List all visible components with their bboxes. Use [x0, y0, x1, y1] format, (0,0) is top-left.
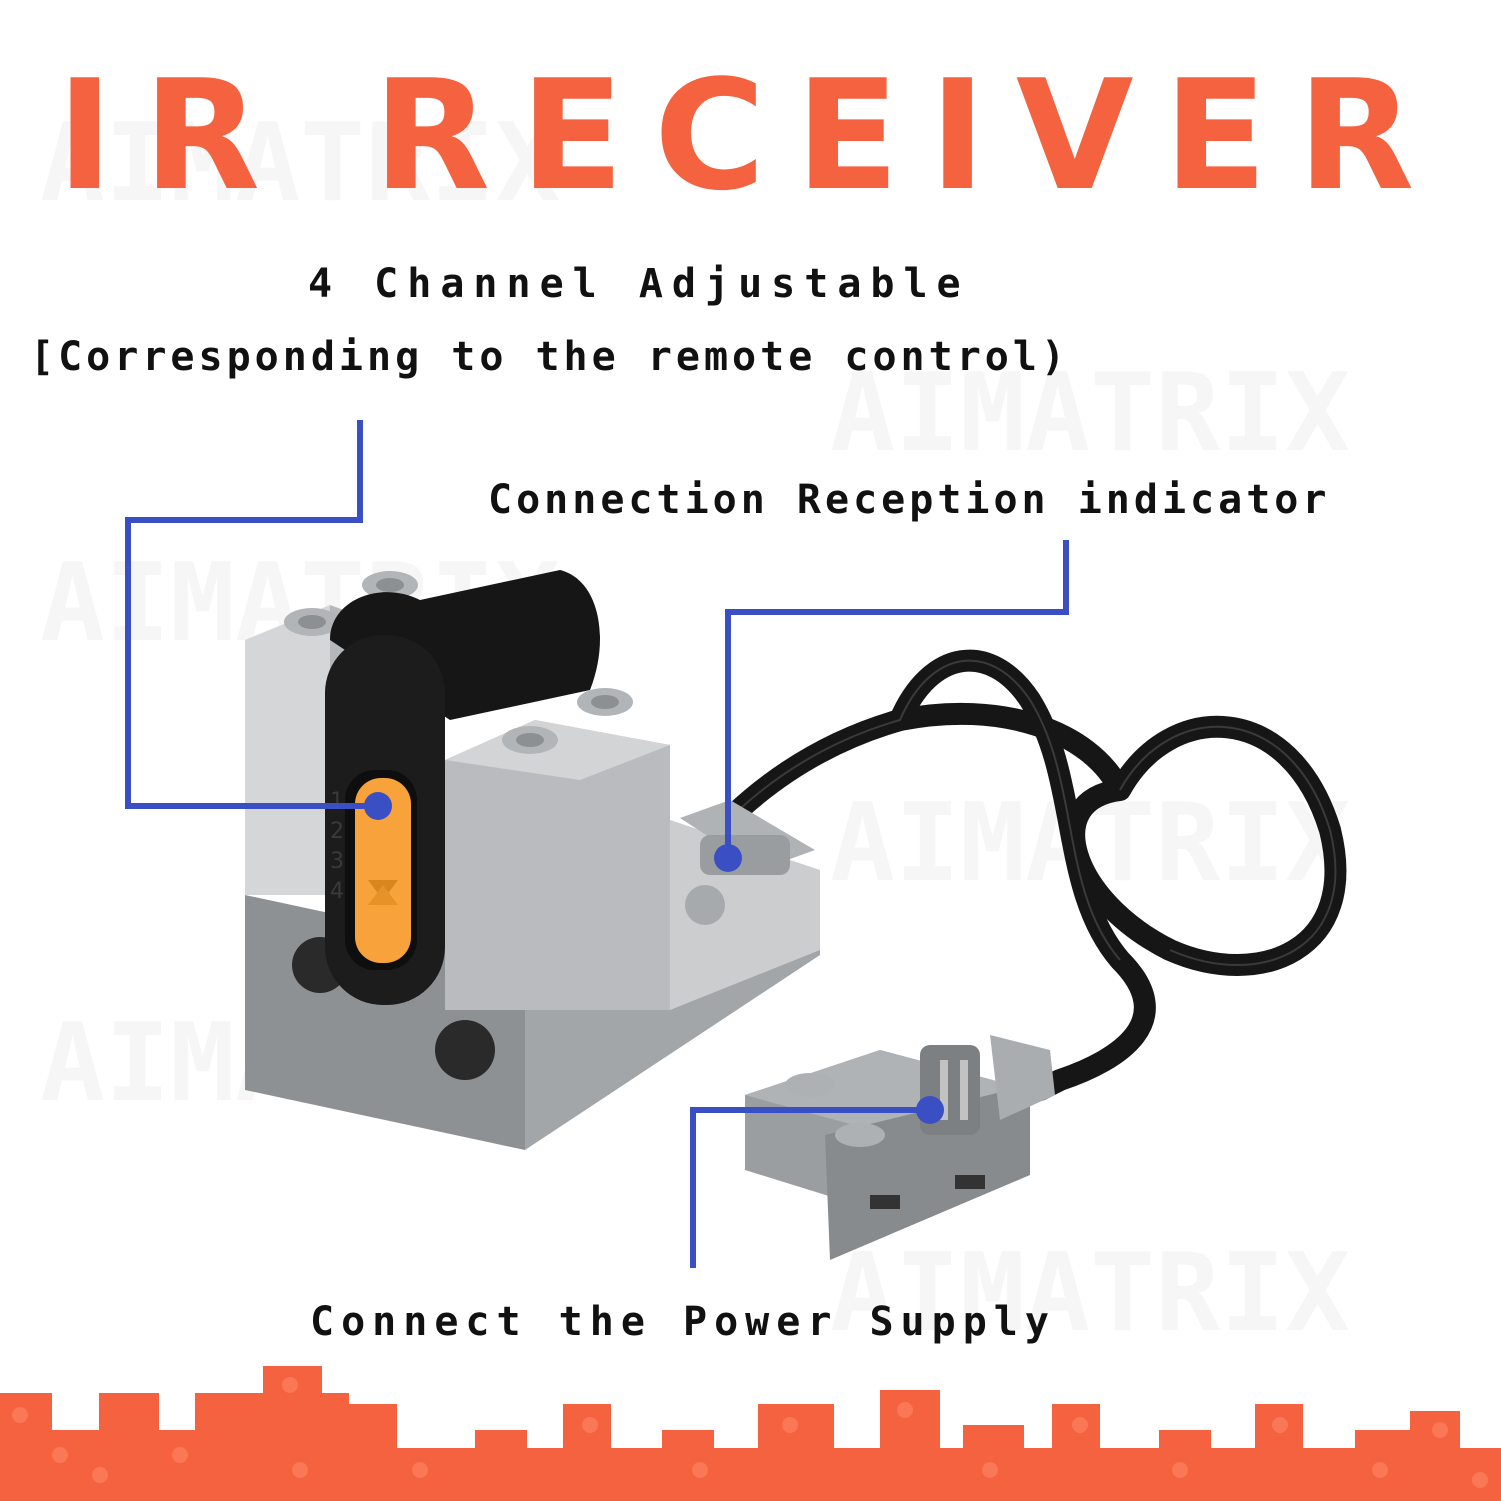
callout-lines	[125, 420, 1069, 1268]
callout-dot-channel	[364, 792, 392, 820]
label-power-supply: Connect the Power Supply	[310, 1299, 1056, 1345]
callout-line-power	[690, 1107, 930, 1268]
receiver-body: 1 2 3 4	[245, 570, 820, 1150]
channel-number: 4	[330, 879, 344, 904]
label-corresponding-remote: [Corresponding to the remote control)	[30, 334, 1070, 380]
label-channel-adjustable: 4 Channel Adjustable	[308, 261, 970, 307]
callout-line-indicator	[725, 540, 1069, 858]
power-plug	[745, 1035, 1055, 1260]
page-title: IR RECEIVER	[56, 47, 1445, 224]
callout-dot-power	[916, 1096, 944, 1124]
channel-number: 3	[330, 849, 344, 874]
callout-line-channel	[125, 420, 378, 809]
channel-selector	[355, 778, 411, 963]
label-reception-indicator: Connection Reception indicator	[488, 477, 1331, 523]
callout-dot-indicator	[714, 844, 742, 872]
channel-number: 2	[330, 819, 344, 844]
